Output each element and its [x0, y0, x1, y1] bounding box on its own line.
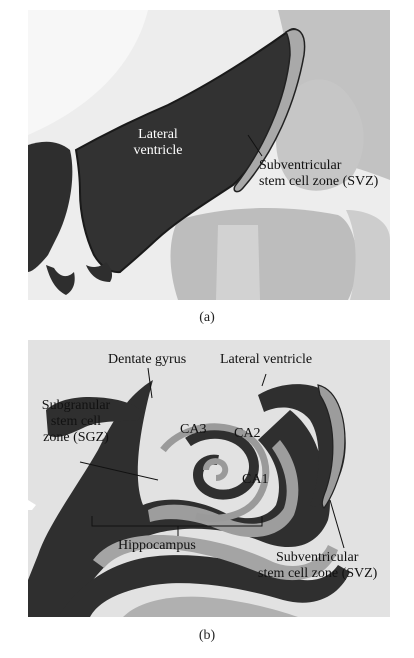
- lateral-ventricle-leader: [261, 373, 267, 387]
- gray-band-bottom: [123, 596, 298, 617]
- lateral-ventricle-label-b: Lateral ventricle: [220, 352, 313, 367]
- svz-label-b: Subventricular stem cell zone (SVZ): [258, 550, 377, 582]
- svz-leader-line-b: [329, 499, 345, 549]
- svz-label-a: Subventricular stem cell zone (SVZ): [259, 158, 378, 190]
- svz-crescent: [317, 384, 346, 509]
- dentate-gyrus-gray: [160, 423, 270, 522]
- white-notch: [28, 500, 36, 510]
- dark-fold-lower: [58, 555, 350, 617]
- label-line: stem cell zone (SVZ): [259, 174, 379, 189]
- label-line: Subventricular: [276, 550, 359, 565]
- label-line: stem cell: [50, 414, 102, 429]
- bottom-prong-right: [86, 262, 113, 282]
- label-line: stem cell zone (SVZ): [258, 566, 378, 581]
- gray-tissue-bottom: [170, 208, 357, 300]
- svz-band: [233, 28, 306, 193]
- sgz-label: Subgranular stem cell zone (SGZ): [34, 398, 118, 446]
- panel-b-drawing: [28, 340, 390, 617]
- gray-tissue-column: [216, 225, 260, 300]
- label-line: Subgranular: [41, 398, 111, 413]
- ca2-label: CA2: [234, 426, 261, 441]
- sgz-leader: [79, 461, 159, 481]
- ca3-label: CA3: [180, 422, 207, 437]
- hippocampus-bracket: [91, 516, 263, 527]
- dentate-leader: [147, 367, 153, 399]
- caption-a: (a): [199, 310, 215, 325]
- bottom-prong-left: [46, 265, 75, 295]
- label-line: zone (SGZ): [43, 430, 109, 445]
- gray-tissue-corner: [346, 210, 390, 300]
- panel-a-drawing: [28, 10, 390, 300]
- left-dark-structure: [28, 141, 73, 272]
- gray-tissue-lobe: [276, 79, 364, 191]
- lateral-ventricle-label-a: Lateral ventricle: [122, 127, 194, 159]
- white-region: [28, 10, 148, 135]
- hippocampus-label: Hippocampus: [118, 538, 196, 553]
- caption-b: (b): [198, 628, 216, 643]
- lateral-ventricle-shape-b: [258, 384, 346, 507]
- label-line: ventricle: [133, 143, 183, 158]
- svz-leader-line-a: [247, 134, 263, 157]
- left-dark-blob: [46, 397, 142, 438]
- lateral-ventricle-shape: [74, 28, 303, 274]
- label-line: Lateral: [138, 127, 178, 142]
- ca1-label: CA1: [242, 472, 269, 487]
- dentate-gyrus-label: Dentate gyrus: [108, 352, 187, 367]
- dentate-gyrus-dark: [185, 428, 259, 500]
- dentate-gyrus-core: [203, 458, 229, 481]
- label-line: Subventricular: [259, 158, 342, 173]
- panel-b-illustration: Dentate gyrus Lateral ventricle Subgranu…: [28, 340, 390, 617]
- panel-a-illustration: Lateral ventricle Subventricular stem ce…: [28, 10, 390, 300]
- gray-band-lower: [93, 535, 338, 581]
- gray-band-inner: [148, 440, 299, 538]
